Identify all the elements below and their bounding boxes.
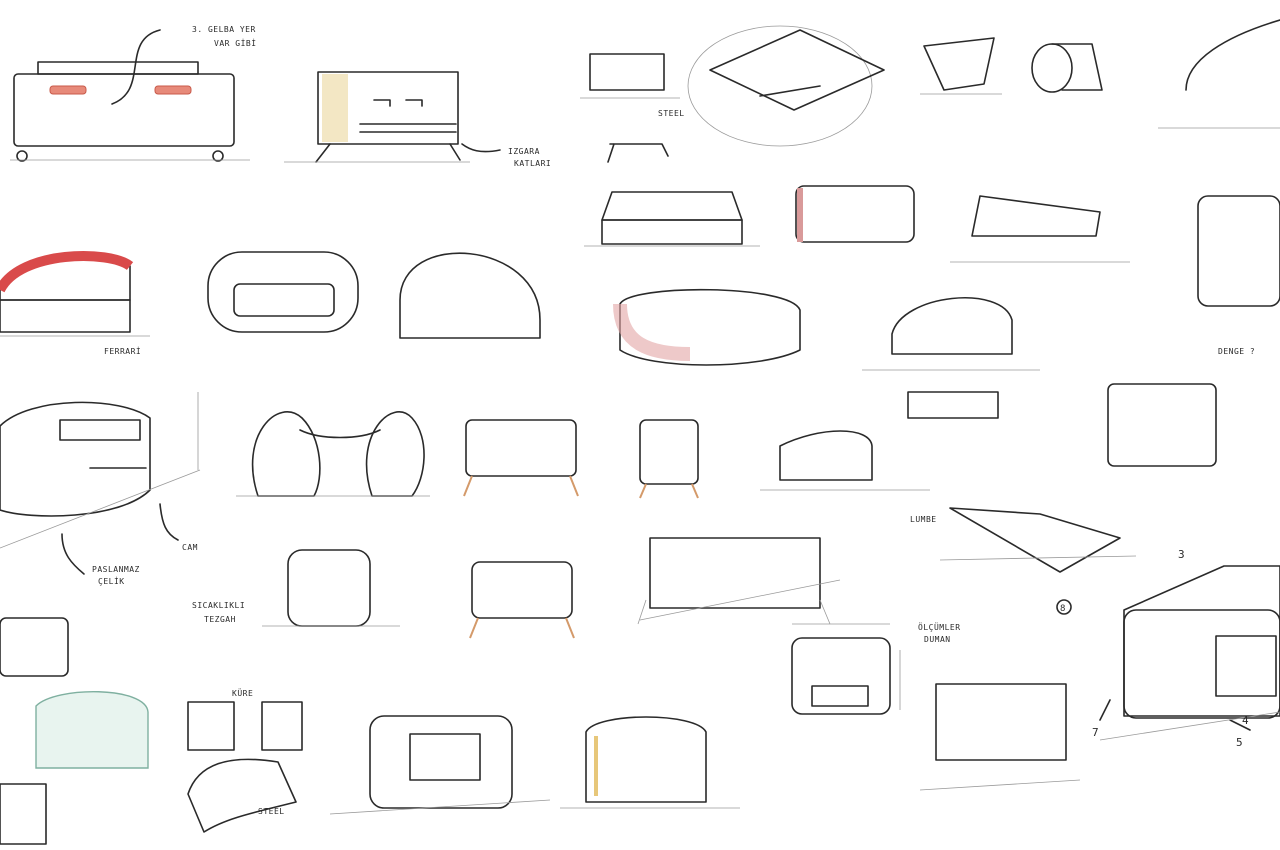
sketch-16-right-large <box>1056 565 1280 741</box>
annotation-text: KATLARI <box>514 159 551 168</box>
sketch-9-twin-pods <box>236 411 430 627</box>
sketch-2-side-machine <box>284 71 501 163</box>
sketch-6-ferrari-red <box>0 251 150 337</box>
annotation-text: KÜRE <box>232 688 253 698</box>
annotation-text: DENGE ? <box>1218 347 1255 356</box>
annotation-text: DUMAN <box>924 635 951 644</box>
annotation-text: LUMBE <box>910 515 937 524</box>
sketch-4-top-right-shapes <box>920 19 1280 129</box>
sketch-1-wide-machine <box>10 29 250 162</box>
annotation-text: 3 <box>1178 548 1185 561</box>
annotation-text: FERRARİ <box>104 346 141 356</box>
sketch-15-dimensioned <box>791 623 1081 791</box>
annotation-text: IZGARA <box>508 147 540 156</box>
annotation-text: 3. GELBA YER <box>192 25 256 34</box>
annotation-text: 8 <box>1060 604 1066 614</box>
sketch-11-wireframes <box>637 383 1217 625</box>
annotation-text: ÖLÇÜMLER <box>918 622 961 632</box>
annotation-text: 4 <box>1242 714 1249 727</box>
sketch-10-sage-cabinets <box>463 419 699 639</box>
sketch-7-rounded-units <box>207 251 1040 371</box>
annotation-text: CAM <box>182 543 198 552</box>
sketch-8-blue-machine <box>0 392 201 575</box>
annotation-text: SICAKLIKLI <box>192 601 245 610</box>
sketch-14-perspective-units <box>329 715 740 815</box>
annotation-text: 5 <box>1236 736 1243 749</box>
sketch-13-folded-shell <box>187 701 303 833</box>
annotation-text: PASLANMAZ <box>92 565 140 574</box>
annotation-text: TEZGAH <box>204 615 236 624</box>
annotation-text: VAR GİBİ <box>214 38 257 48</box>
annotation-text: STEEL <box>658 109 685 118</box>
sketch-5-mint-box <box>584 185 1280 307</box>
annotation-text: ÇELİK <box>98 576 125 586</box>
sketch-3-small-units <box>580 25 885 163</box>
annotation-text: STEEL <box>258 807 285 816</box>
sketch-12-bottom-left <box>0 617 149 845</box>
annotation-text: 7 <box>1092 726 1099 739</box>
